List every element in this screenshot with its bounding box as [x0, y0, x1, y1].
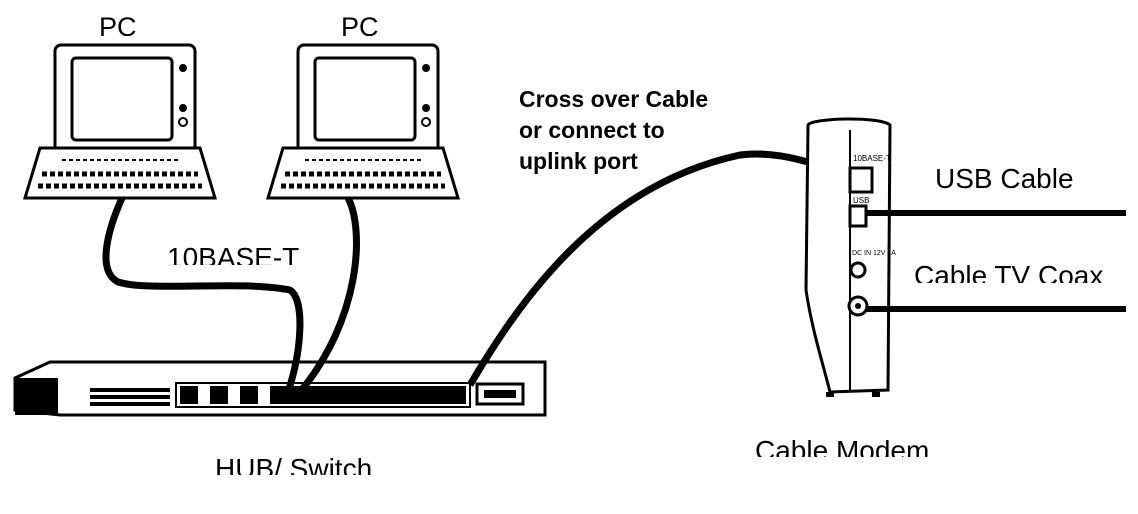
hub-switch [13, 360, 547, 417]
usb-cable-label: USB Cable [935, 165, 1074, 193]
monitor-knob-left-3 [178, 117, 188, 127]
hub-side [15, 378, 58, 415]
pc-right-label: PC [341, 14, 379, 36]
cable-modem-label: Cable Modem [755, 437, 930, 457]
10base-t-label: 10BASE-T [167, 244, 300, 265]
monitor-screen-right [313, 56, 417, 142]
pc-left-label: PC [99, 14, 137, 36]
coax-label: Cable TV Coax [914, 262, 1104, 283]
modem-dc-label: DC IN 12V 1A [852, 250, 896, 257]
monitor-knob-left-1 [179, 64, 187, 72]
hub-ports [180, 386, 466, 404]
cable-modem: 10BASE-T USB DC IN 12V 1A [804, 117, 896, 397]
hub-label: HUB/ Switch [215, 455, 373, 475]
hub-vent-grid [90, 388, 170, 406]
monitor-screen-left [70, 56, 174, 142]
monitor-knob-right-2 [422, 104, 430, 112]
modem-dc-jack [849, 261, 867, 279]
keyboard-keys-left [38, 159, 202, 189]
cable-pc-right [297, 196, 360, 395]
uplink-port-inner [484, 390, 516, 398]
cable-pc-left [102, 196, 304, 394]
modem-ethernet-port [848, 166, 874, 194]
crossover-cable [466, 150, 852, 387]
monitor-knob-right-3 [421, 117, 431, 127]
modem-usb-label: USB [853, 196, 869, 205]
monitor-knob-left-2 [179, 104, 187, 112]
pc-left [22, 43, 218, 200]
monitor-knob-right-1 [422, 64, 430, 72]
modem-ethernet-label: 10BASE-T [853, 154, 891, 163]
crossover-label: Cross over Cable or connect to uplink po… [519, 86, 709, 174]
keyboard-keys-right [281, 159, 445, 189]
modem-foot-left [826, 392, 834, 397]
modem-usb-port [848, 204, 868, 228]
modem-coax-center [855, 303, 861, 309]
pc-right [265, 43, 461, 200]
modem-foot-right [872, 392, 880, 397]
